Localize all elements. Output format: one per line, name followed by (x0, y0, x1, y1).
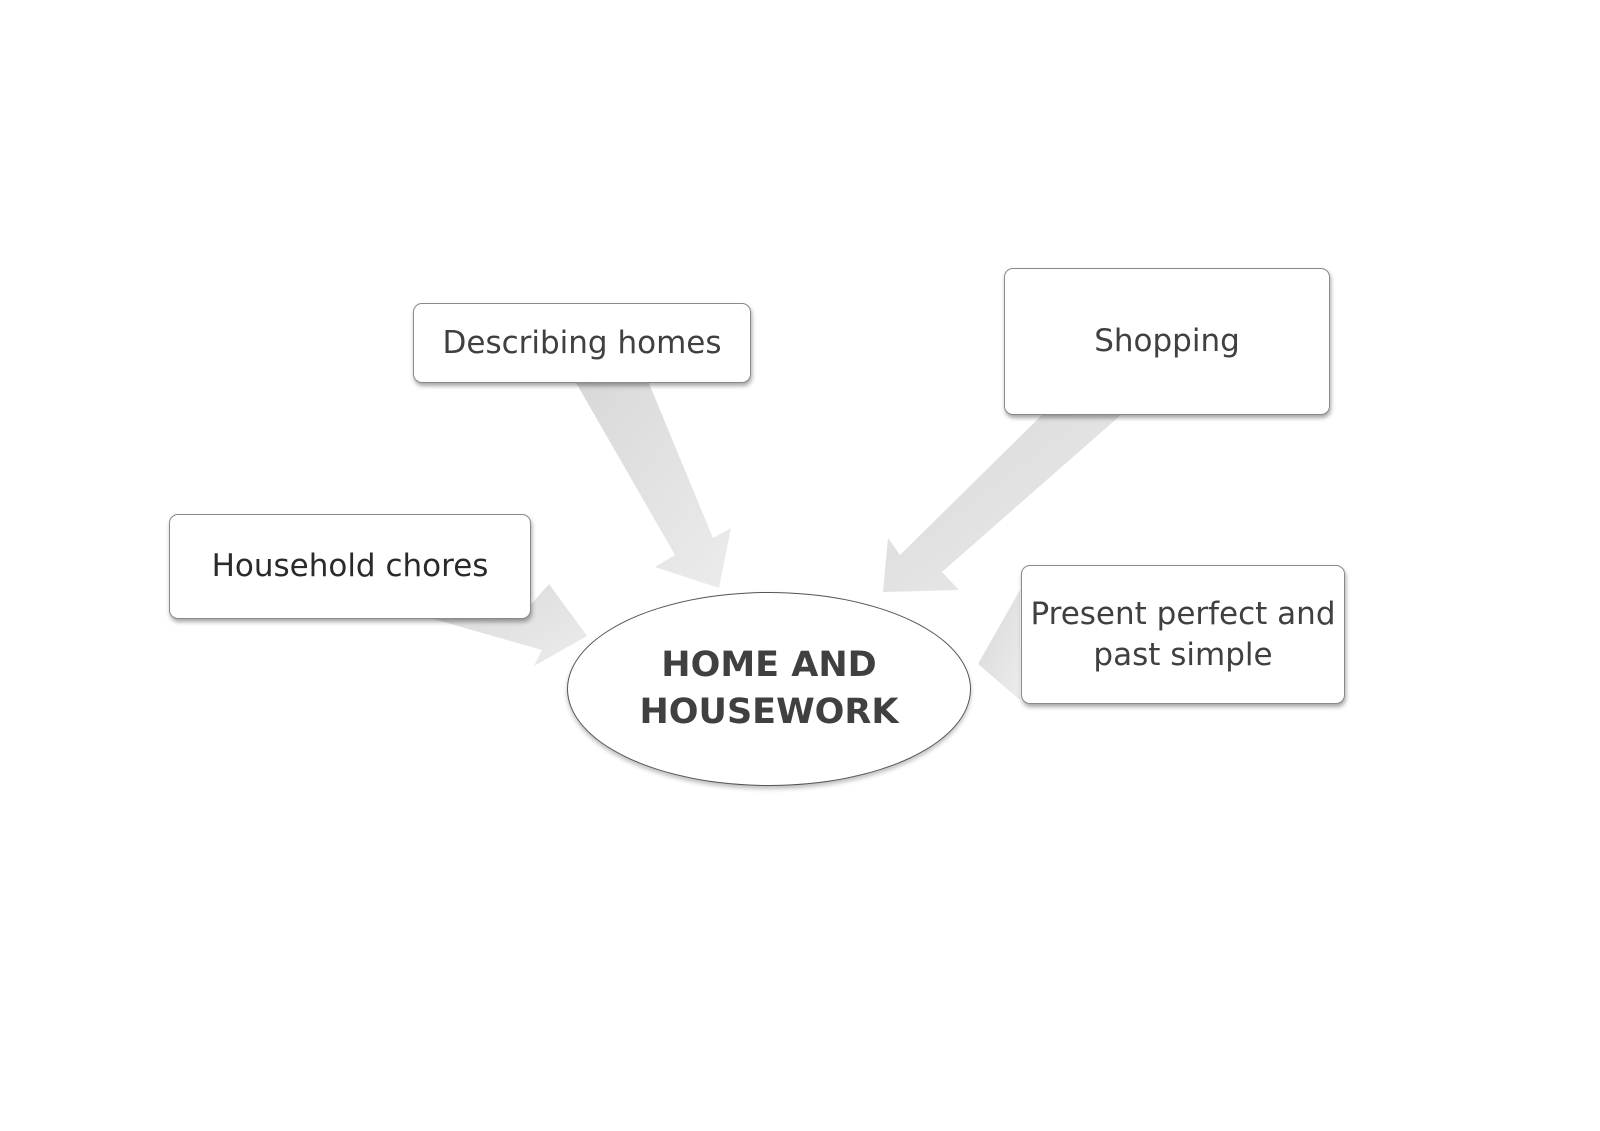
node-describing-homes-label: Describing homes (442, 324, 722, 361)
center-topic: HOME AND HOUSEWORK (567, 592, 971, 786)
arrow-describing-homes (575, 381, 731, 588)
arrow-shopping (883, 414, 1122, 592)
node-present-perfect-line2: past simple (1093, 636, 1273, 673)
arrow-present-perfect (978, 590, 1020, 700)
node-shopping-label: Shopping (1094, 323, 1240, 360)
node-describing-homes: Describing homes (413, 303, 751, 383)
center-topic-line2: HOUSEWORK (639, 692, 899, 732)
node-household-chores-label: Household chores (211, 548, 489, 585)
node-household-chores: Household chores (169, 514, 531, 619)
arrow-household-chores (430, 584, 587, 666)
node-present-perfect-line1: Present perfect and (1030, 596, 1336, 633)
center-topic-line1: HOME AND (661, 644, 877, 685)
node-present-perfect: Present perfect and past simple (1021, 565, 1345, 704)
node-shopping: Shopping (1004, 268, 1330, 415)
